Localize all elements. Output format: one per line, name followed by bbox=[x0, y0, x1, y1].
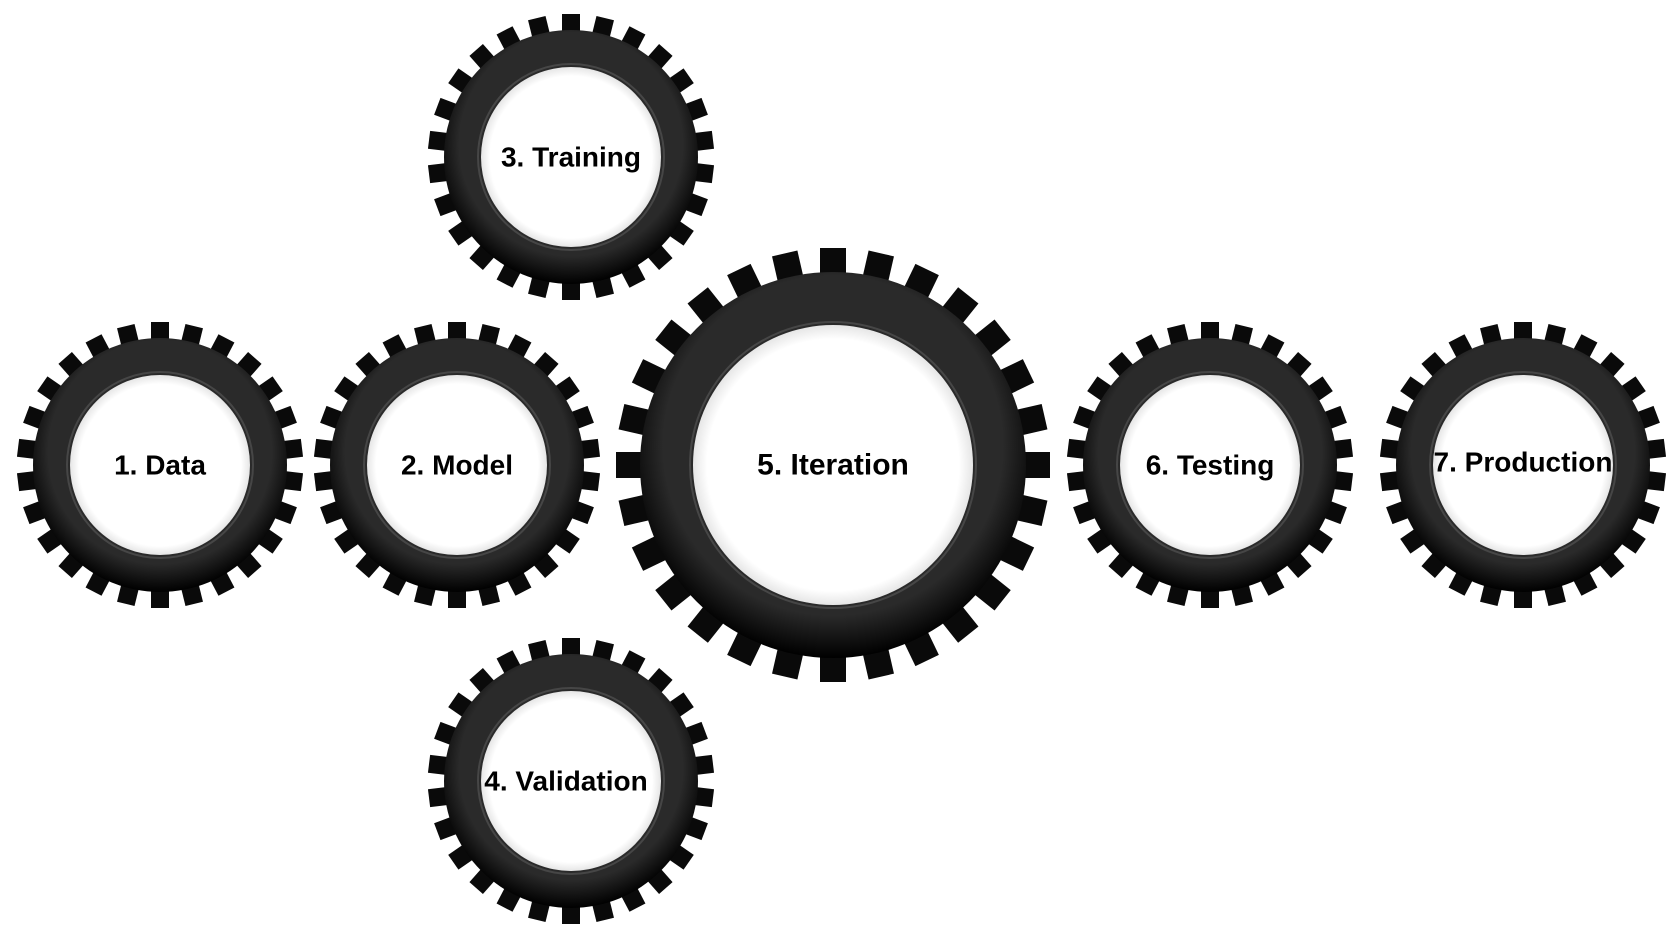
gear-rim-highlight bbox=[477, 63, 665, 251]
gear-center bbox=[481, 67, 661, 247]
gear-label-iteration: 5. Iteration bbox=[757, 449, 909, 482]
gear-label-model: 2. Model bbox=[401, 450, 513, 481]
gear-center bbox=[1120, 375, 1300, 555]
gear-label-production: 7. Production bbox=[1434, 447, 1613, 478]
gear-rim-highlight bbox=[1429, 371, 1617, 559]
gear-label-validation: 4. Validation bbox=[484, 766, 647, 797]
gear-rim-highlight bbox=[1116, 371, 1304, 559]
gear-iteration: 5. Iteration bbox=[616, 248, 1050, 682]
gear-data: 1. Data bbox=[16, 322, 304, 608]
gear-rim-highlight bbox=[66, 371, 254, 559]
gear-model: 2. Model bbox=[313, 322, 601, 608]
gear-center bbox=[1433, 375, 1613, 555]
gear-training: 3. Training bbox=[427, 14, 715, 300]
gear-rim-highlight bbox=[363, 371, 551, 559]
gear-center bbox=[70, 375, 250, 555]
gear-center bbox=[481, 691, 661, 871]
gear-label-data: 1. Data bbox=[114, 450, 206, 481]
gear-center bbox=[693, 325, 973, 605]
gear-rim-highlight bbox=[689, 321, 977, 609]
gear-testing: 6. Testing bbox=[1066, 322, 1354, 608]
gear-validation: 4. Validation bbox=[427, 638, 715, 924]
gear-tooth bbox=[1020, 452, 1050, 478]
gear-label-training: 3. Training bbox=[501, 142, 641, 173]
gear-rim-highlight bbox=[477, 687, 665, 875]
gear-center bbox=[367, 375, 547, 555]
gear-production: 7. Production bbox=[1379, 322, 1667, 608]
gear-tooth bbox=[616, 452, 646, 478]
gear-label-testing: 6. Testing bbox=[1146, 450, 1275, 481]
